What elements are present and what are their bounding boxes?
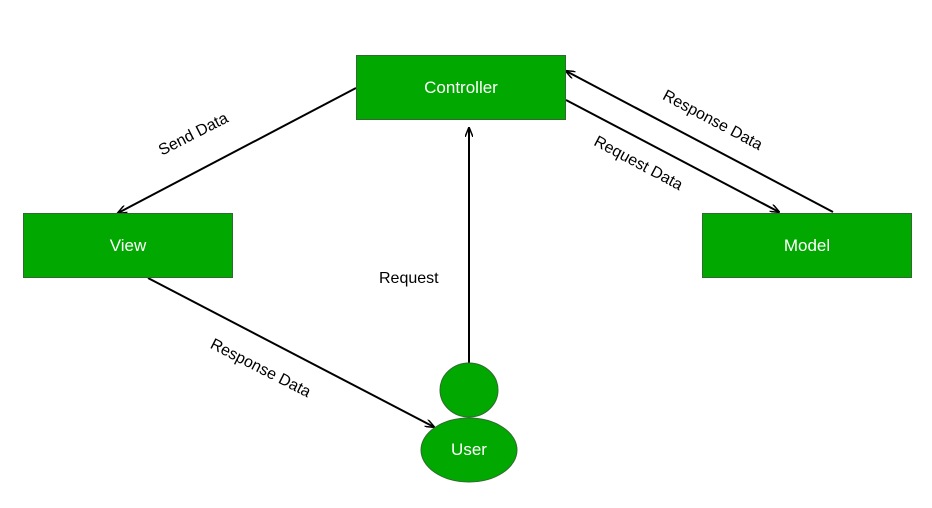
arrow-view-to-user <box>147 277 434 427</box>
user-head <box>439 362 499 418</box>
arrow-model-to-controller <box>566 71 834 213</box>
controller-label: Controller <box>424 77 498 97</box>
arrow-controller-to-view <box>118 87 357 213</box>
user-body <box>420 417 518 483</box>
model-label: Model <box>783 235 831 255</box>
view-node: View <box>23 213 233 278</box>
controller-node: Controller <box>356 55 566 120</box>
arrow-controller-to-model <box>565 99 779 212</box>
user-label: User <box>451 440 487 459</box>
edge-label-request: Request <box>379 270 439 287</box>
model-node: Model <box>702 213 912 278</box>
view-label: View <box>109 235 147 255</box>
